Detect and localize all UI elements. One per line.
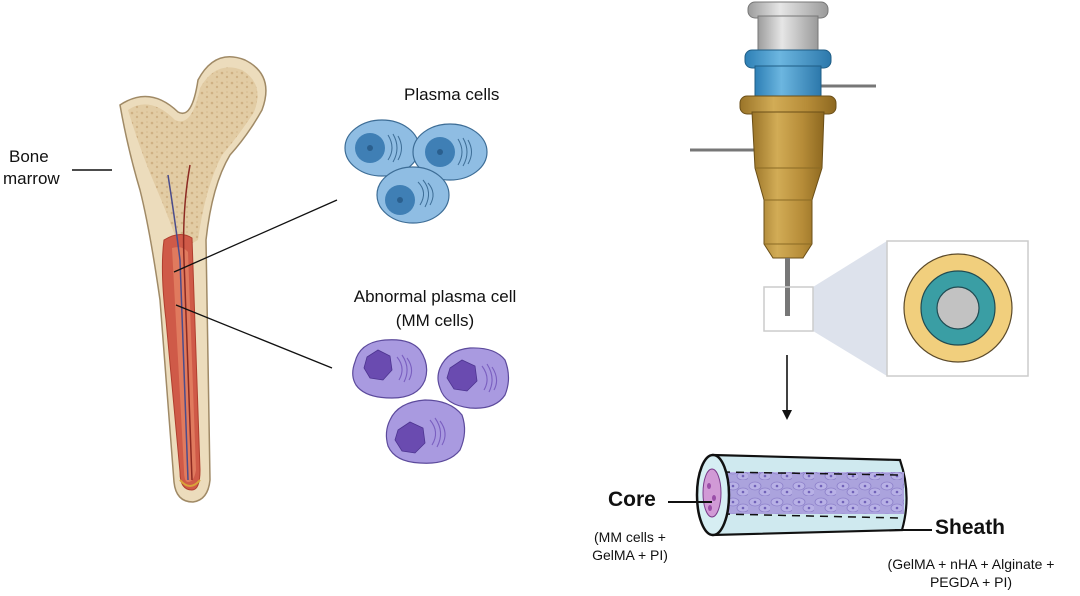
femur-bone bbox=[119, 56, 267, 503]
sheath-description-line: (GelMA + nHA + Alginate + bbox=[887, 556, 1055, 572]
abnormal-plasma-line: (MM cells) bbox=[395, 311, 475, 330]
plasma-cell bbox=[344, 119, 420, 177]
core-description: (MM cells + GelMA + PI) bbox=[565, 528, 695, 564]
core-label: Core bbox=[608, 488, 656, 511]
core-description-line: (MM cells + bbox=[594, 529, 666, 545]
mm-cells bbox=[352, 339, 510, 464]
plasma-cells-label: Plasma cells bbox=[404, 85, 500, 104]
down-arrow-icon bbox=[782, 355, 792, 420]
bone-marrow-label-line: marrow bbox=[3, 169, 60, 188]
plasma-pointer bbox=[173, 199, 338, 273]
bone-marrow-label-line: Bone bbox=[9, 147, 49, 166]
sheath-description: (GelMA + nHA + Alginate + PEGDA + PI) bbox=[862, 555, 1080, 591]
plasma-cell bbox=[376, 166, 450, 224]
plasma-cells bbox=[344, 119, 488, 224]
bone-marrow-label: Bone marrow bbox=[3, 146, 60, 190]
core-description-line: GelMA + PI) bbox=[592, 547, 668, 563]
cross-section-rings bbox=[903, 253, 1013, 363]
mm-cell bbox=[437, 347, 510, 409]
coaxial-nozzle bbox=[690, 1, 876, 316]
blood-vessel bbox=[167, 174, 189, 481]
sheath-label: Sheath bbox=[935, 516, 1006, 539]
sheath-description-line: PEGDA + PI) bbox=[929, 574, 1013, 590]
mm-pointer bbox=[175, 304, 333, 369]
mm-cell bbox=[385, 399, 466, 464]
core-sheath-fiber bbox=[695, 453, 908, 537]
zoom-source-box bbox=[763, 286, 814, 332]
abnormal-plasma-line: Abnormal plasma cell bbox=[353, 287, 517, 306]
core-cross-section bbox=[702, 468, 722, 518]
zoom-projection bbox=[813, 241, 887, 376]
mm-cell bbox=[352, 339, 428, 399]
abnormal-plasma-cell-label: Abnormal plasma cell (MM cells) bbox=[330, 285, 540, 333]
plasma-cell bbox=[412, 123, 488, 181]
